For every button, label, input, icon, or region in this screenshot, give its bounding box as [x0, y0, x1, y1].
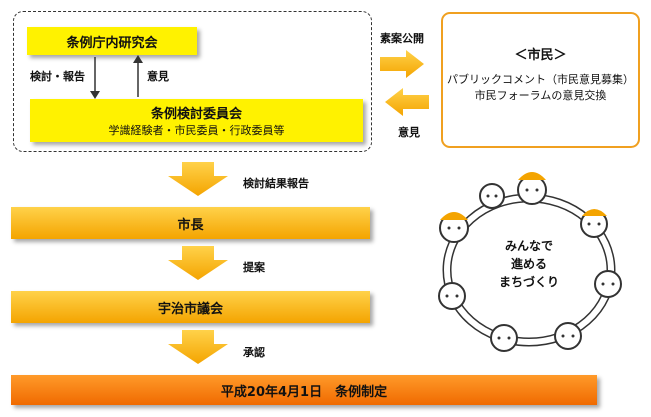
down-arrow-icon	[168, 330, 228, 364]
council-label: 宇治市議会	[157, 301, 223, 317]
draft-public-label: 素案公開	[380, 32, 424, 45]
enactment-label: 平成20年4月1日 条例制定	[220, 384, 388, 400]
council-box: 宇治市議会	[11, 291, 370, 323]
citizen-box: ＜市民＞ パブリックコメント（市民意見募集） 市民フォーラムの意見交換	[441, 12, 640, 148]
mayor-box: 市長	[11, 207, 370, 239]
citizen-line1: パブリックコメント（市民意見募集）	[447, 73, 634, 86]
proposal-label: 提案	[243, 261, 265, 274]
review-report-label: 検討・報告	[30, 70, 85, 83]
arrow-left-icon	[385, 88, 429, 116]
opinion-back-label: 意見	[398, 126, 420, 139]
approval-label: 承認	[243, 346, 265, 359]
illustration-text-2: 進める	[511, 256, 547, 271]
illustration-text-1: みんなで	[505, 239, 553, 253]
citizen-line2: 市民フォーラムの意見交換	[474, 89, 607, 102]
study-group-frame	[13, 11, 372, 152]
down-arrow-icon	[168, 246, 228, 280]
mayor-label: 市長	[177, 217, 204, 233]
committee-box: 条例検討委員会 学識経験者・市民委員・行政委員等	[30, 99, 363, 142]
illustration-text-3: まちづくり	[499, 274, 559, 289]
internal-study-label: 条例庁内研究会	[66, 35, 158, 51]
arrow-right-icon	[380, 50, 424, 78]
committee-title: 条例検討委員会	[150, 107, 242, 122]
people-circle-illustration: みんなで 進める まちづくり	[438, 172, 622, 352]
internal-study-box: 条例庁内研究会	[27, 27, 197, 55]
review-result-report-label: 検討結果報告	[243, 177, 309, 190]
down-arrow-icon	[168, 162, 228, 196]
citizen-title: ＜市民＞	[514, 48, 567, 63]
opinion-up-label: 意見	[147, 70, 169, 83]
enactment-box: 平成20年4月1日 条例制定	[11, 375, 597, 405]
committee-members: 学識経験者・市民委員・行政委員等	[108, 124, 285, 137]
